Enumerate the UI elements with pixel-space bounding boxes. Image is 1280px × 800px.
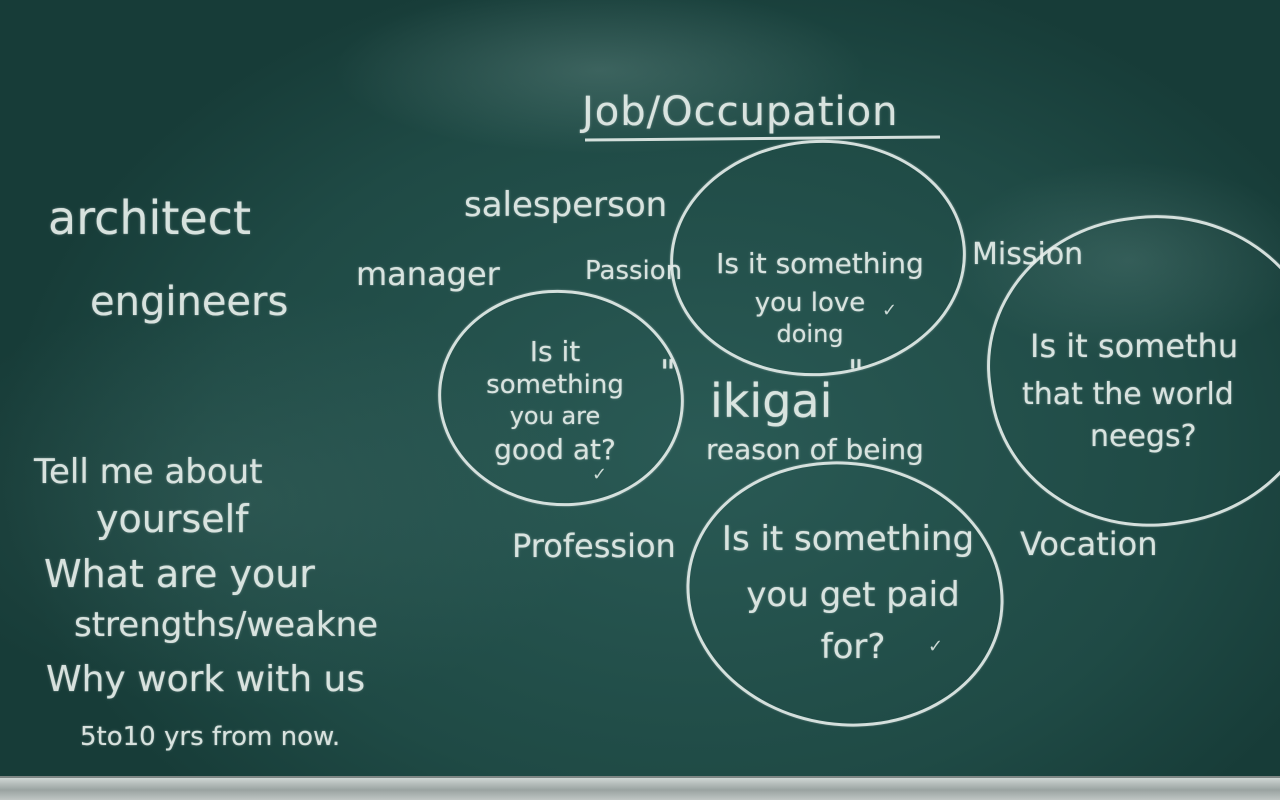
label-passion: Passion	[585, 256, 683, 286]
label-vocation: Vocation	[1020, 525, 1158, 563]
board-title: Job/Occupation	[582, 89, 899, 135]
quote-open: "	[660, 353, 676, 393]
good-line-3: you are	[509, 402, 601, 430]
prompt-line-5: Why work with us	[46, 659, 366, 700]
occupation-architect: architect	[48, 191, 251, 245]
prompt-line-3: What are your	[44, 552, 315, 596]
occupation-manager: manager	[356, 255, 500, 293]
prompt-line-1: Tell me about	[34, 452, 263, 492]
occupation-engineers: engineers	[90, 279, 289, 325]
center-word-ikigai: ikigai	[710, 374, 833, 428]
title-underline	[584, 135, 941, 142]
quote-close: "	[848, 353, 864, 393]
world-line-2: that the world	[1022, 377, 1234, 412]
love-line-2: you love	[754, 288, 866, 318]
paid-line-3: for?	[820, 627, 886, 667]
occupation-salesperson: salesperson	[464, 185, 668, 225]
love-line-3: doing	[776, 320, 844, 348]
prompt-line-4: strengths/weakne	[74, 605, 379, 645]
good-line-1: Is it	[529, 335, 581, 368]
good-line-4: good at?	[494, 433, 616, 466]
love-line-1: Is it something	[716, 247, 924, 280]
check-mark-icon: ✓	[592, 464, 608, 485]
prompt-line-6: 5to10 yrs from now.	[80, 722, 341, 752]
label-profession: Profession	[512, 527, 676, 565]
paid-line-2: you get paid	[746, 575, 960, 615]
center-subtitle: reason of being	[706, 433, 924, 466]
prompt-line-2: yourself	[96, 497, 249, 541]
world-line-3: neegs?	[1090, 419, 1197, 454]
label-mission: Mission	[972, 237, 1084, 272]
paid-line-1: Is it something	[721, 519, 975, 559]
world-line-1: Is it somethu	[1030, 327, 1239, 365]
good-line-2: something	[486, 370, 624, 400]
chalk-tray	[0, 776, 1280, 800]
check-mark-icon: ✓	[882, 300, 898, 321]
check-mark-icon: ✓	[928, 636, 944, 657]
